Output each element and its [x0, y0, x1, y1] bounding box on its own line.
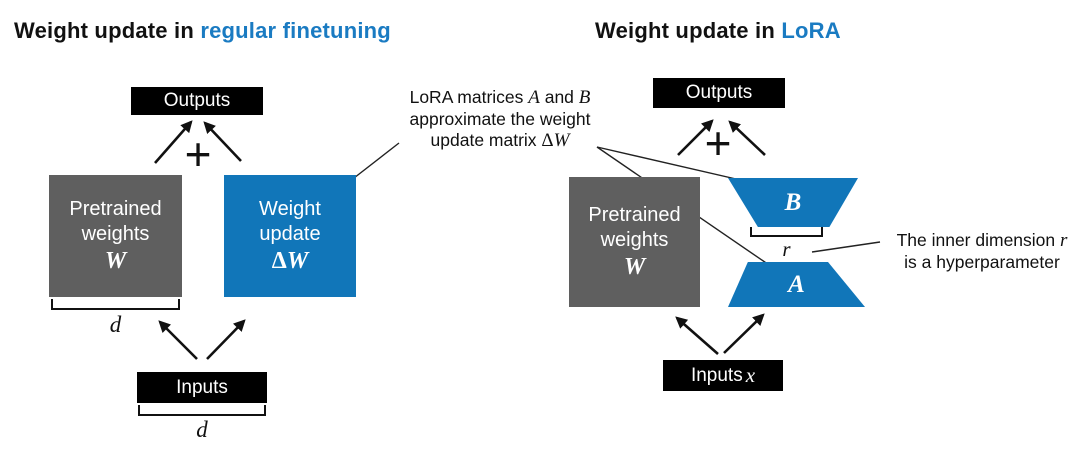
update-line2: update	[259, 222, 321, 245]
callout-delta-glyph: Δ	[541, 130, 554, 151]
lora-matrix-a: A	[728, 262, 865, 307]
update-line1: Weight	[259, 197, 321, 220]
pretrained-line2: weights	[81, 222, 150, 245]
callout-and-text: and	[539, 87, 579, 107]
inner-dimension-callout: The inner dimension r is a hyperparamete…	[884, 230, 1080, 273]
r-callout-r-symbol: r	[1060, 230, 1068, 251]
title-right-prefix: Weight update in	[595, 18, 782, 43]
callout-line3: update matrix ΔW	[388, 130, 612, 152]
callout-line2: approximate the weight	[409, 108, 591, 129]
callout-b-symbol: B	[578, 87, 591, 108]
callout-l1-text: LoRA matrices	[409, 87, 529, 107]
delta-glyph: Δ	[271, 247, 287, 274]
left-pretrained-weights-box: Pretrained weights W	[49, 175, 182, 297]
dimension-bracket-weights	[51, 299, 180, 310]
arrow-right-inputs-to-w	[675, 316, 719, 355]
title-right-highlight: LoRA	[781, 18, 841, 43]
left-inputs-label: Inputs	[176, 376, 228, 398]
d-label-weights: d	[109, 312, 122, 337]
lora-matrix-b: B	[728, 178, 858, 227]
title-left-prefix: Weight update in	[14, 18, 201, 43]
arrow-right-inputs-to-a	[723, 313, 765, 354]
callout-a-symbol: A	[528, 87, 540, 108]
pretrained-line1: Pretrained	[69, 197, 162, 220]
callout-w-glyph: W	[553, 130, 570, 151]
r-callout-line1: The inner dimension r	[884, 230, 1080, 252]
r-callout-line2: is a hyperparameter	[904, 251, 1060, 272]
right-pretrained-line2: weights	[600, 228, 669, 251]
callout-line1: LoRA matrices A and B	[388, 87, 612, 109]
title-lora: Weight update in LoRA	[595, 18, 841, 44]
left-outputs-label: Outputs	[163, 90, 231, 111]
delta-w-symbol: ΔW	[224, 247, 356, 276]
lora-matrices-callout: LoRA matrices A and B approximate the we…	[388, 87, 612, 152]
w-glyph: W	[286, 247, 309, 274]
left-plus-sign: +	[184, 128, 212, 180]
pretrained-w-symbol: W	[104, 247, 127, 274]
d-label-inputs: d	[196, 417, 208, 442]
matrix-b-label: B	[784, 188, 802, 216]
title-regular-finetuning: Weight update in regular finetuning	[14, 18, 391, 44]
left-inputs-box: Inputs	[137, 372, 267, 403]
inputs-x-symbol: x	[745, 363, 756, 387]
left-outputs-box: Outputs	[131, 87, 263, 115]
right-pretrained-w-symbol: W	[623, 253, 646, 280]
weight-update-box: Weight update ΔW	[224, 175, 356, 297]
matrix-a-label: A	[788, 270, 805, 298]
right-plus-sign: +	[704, 117, 732, 169]
r-label: r	[782, 237, 791, 261]
r-callout-text: The inner dimension	[896, 230, 1060, 250]
right-pretrained-weights-box: Pretrained weights W	[569, 177, 700, 307]
right-outputs-label: Outputs	[685, 82, 753, 103]
callout-l3-text: update matrix	[430, 130, 542, 150]
right-pretrained-line1: Pretrained	[588, 203, 681, 226]
right-inputs-label: Inputs	[690, 364, 743, 386]
title-left-highlight: regular finetuning	[200, 18, 391, 43]
arrow-left-inputs-to-dw	[206, 319, 246, 360]
right-outputs-box: Outputs	[653, 78, 785, 108]
rank-bracket	[750, 227, 823, 237]
dimension-bracket-inputs	[138, 405, 266, 416]
